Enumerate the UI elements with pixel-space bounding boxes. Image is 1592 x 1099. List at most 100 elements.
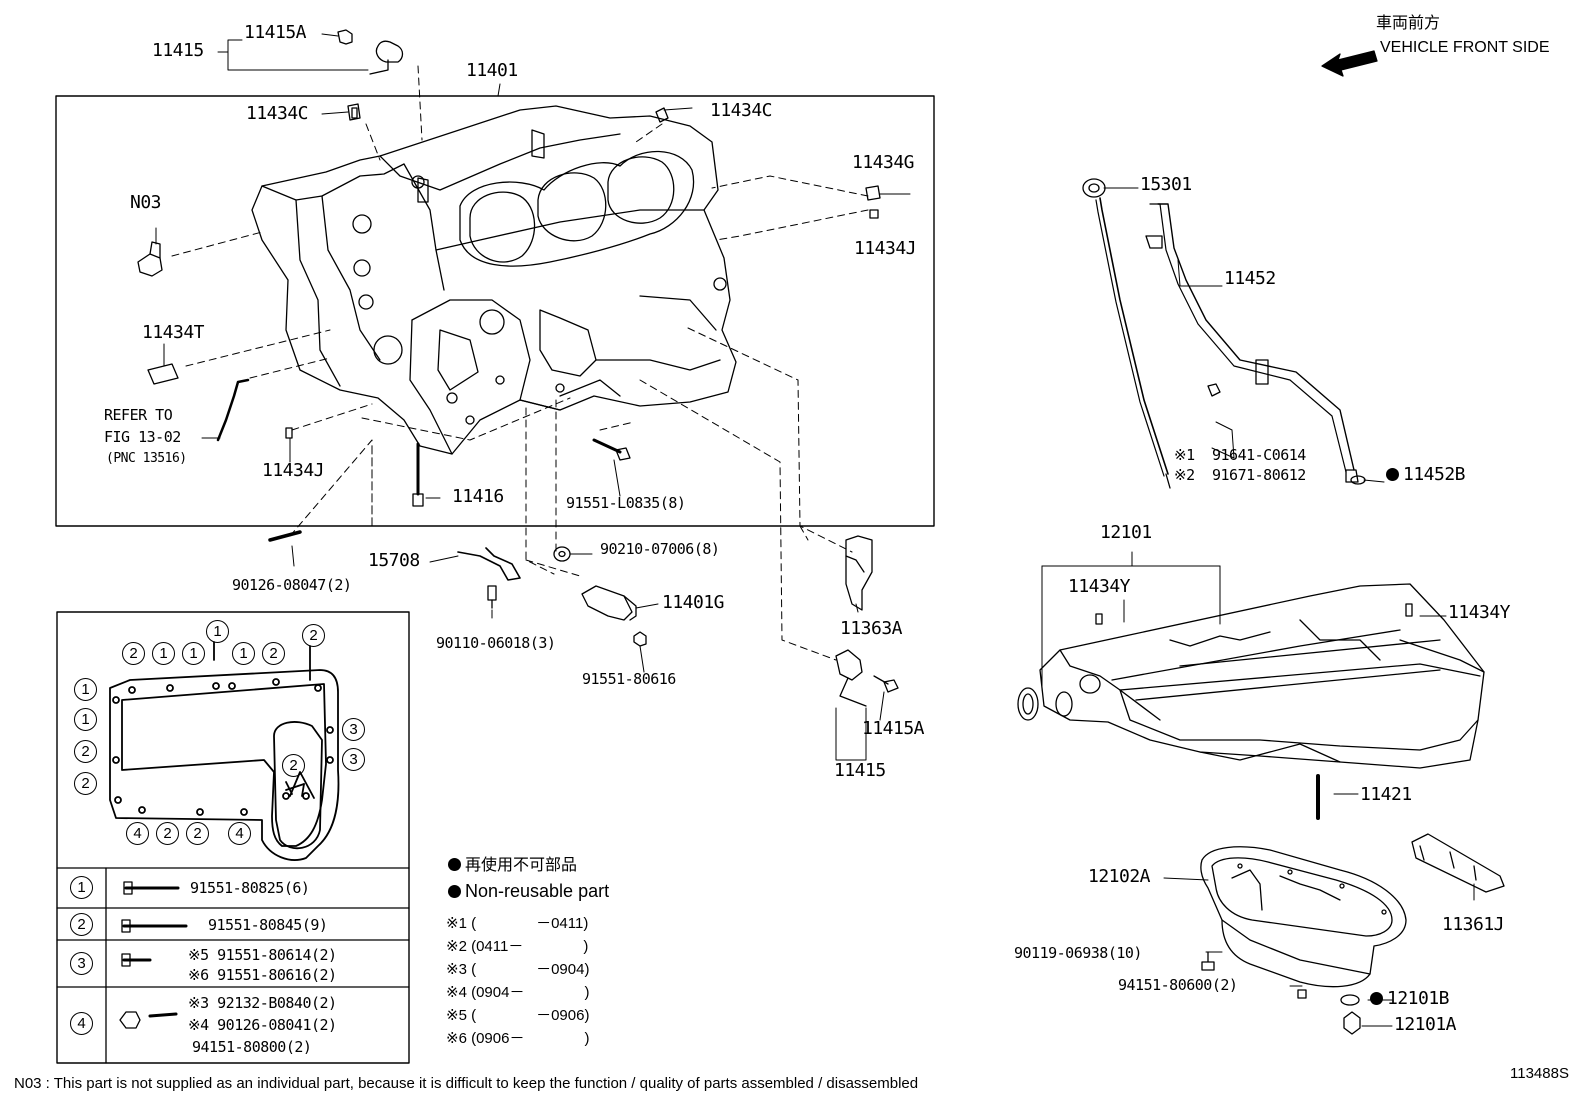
front-side-label: VEHICLE FRONT SIDE [1380,39,1550,56]
part-11421[interactable]: 11421 [1360,784,1412,805]
part-11434c-left[interactable]: 11434C [246,103,309,124]
bolt-pos-left-1: 1 [74,678,97,701]
part-11434j-right[interactable]: 11434J [854,238,917,259]
part-91551-l0835[interactable]: 91551-L0835(8) [566,494,686,512]
bolt-table-num-2: 2 [70,913,93,936]
part-11415a-lower[interactable]: 11415A [862,718,925,739]
date-note-4: ※4 (0904－ ) [446,984,590,1001]
part-11434g[interactable]: 11434G [852,152,915,173]
part-11434j-left[interactable]: 11434J [262,460,325,481]
legend-nonreuse-en: Non-reusable part [448,882,609,900]
dashed-leaders [171,65,869,661]
date-note-2: ※2 (0411－ ) [446,938,589,955]
part-11401[interactable]: 11401 [466,60,518,81]
bolt-pos-left-3: 2 [74,740,97,763]
bolt-pos-top-6: 2 [262,642,285,665]
part-n03[interactable]: N03 [130,192,162,213]
small-parts [119,29,899,1029]
bolt-table-num-4: 4 [70,1012,93,1035]
bolt-pattern-frame [56,611,410,1064]
part-90126-08041[interactable]: ※4 90126-08041(2) [188,1016,337,1034]
part-12102a[interactable]: 12102A [1088,866,1151,887]
part-91551-80845[interactable]: 91551-80845(9) [208,916,328,934]
part-12101b[interactable]: 12101B [1370,990,1450,1008]
refer-line-3: (PNC 13516) [106,451,187,466]
part-11415-lower[interactable]: 11415 [834,760,886,781]
bolt-pos-top-5: 1 [232,642,255,665]
part-94151-80600[interactable]: 94151-80600(2) [1118,976,1238,994]
bracket-11361j [1411,833,1505,893]
bolt-pos-bottom-4: 4 [228,822,251,845]
front-side-label-jp: 車両前方 [1376,15,1441,32]
bolt-pos-right-1: 3 [342,718,365,741]
part-90210-07006[interactable]: 90210-07006(8) [600,540,720,558]
part-94151-80800[interactable]: 94151-80800(2) [192,1038,312,1056]
cylinder-block-drawing [251,105,737,455]
part-91551-80616-bolt[interactable]: ※6 91551-80616(2) [188,966,337,984]
part-91551-80825[interactable]: 91551-80825(6) [190,879,310,897]
part-91641-c0614[interactable]: 91641-C0614 [1212,446,1306,464]
part-15708[interactable]: 15708 [368,550,420,571]
upper-oil-pan-drawing [1017,583,1485,769]
refer-line-2[interactable]: FIG 13-02 [104,428,181,446]
block-frame [55,95,935,527]
bolt-pos-left-2: 1 [74,708,97,731]
bolt-pos-bottom-2: 2 [156,822,179,845]
part-11434y-right[interactable]: 11434Y [1448,602,1511,623]
part-11415a-top[interactable]: 11415A [244,22,307,43]
part-11452b[interactable]: 11452B [1386,466,1466,484]
bolt-table-num-3: 3 [70,952,93,975]
part-11361j[interactable]: 11361J [1442,914,1505,935]
part-90119-06938[interactable]: 90119-06938(10) [1014,944,1142,962]
bolt-pos-bottom-1: 4 [126,822,149,845]
part-11434c-right[interactable]: 11434C [710,100,773,121]
part-12101[interactable]: 12101 [1100,522,1152,543]
part-91671-80612[interactable]: 91671-80612 [1212,466,1306,484]
bolt-pos-right-2: 3 [342,748,365,771]
part-91551-80614[interactable]: ※5 91551-80614(2) [188,946,337,964]
front-arrow-icon [1321,50,1378,77]
non-reusable-dot-icon [1386,468,1399,481]
part-91551-80616[interactable]: 91551-80616 [582,670,676,688]
part-12101a[interactable]: 12101A [1394,1014,1457,1035]
part-11434t[interactable]: 11434T [142,322,205,343]
non-reusable-dot-icon [448,885,461,898]
part-11401g[interactable]: 11401G [662,592,725,613]
date-note-1: ※1 ( －0411) [446,915,589,932]
part-90126-08047[interactable]: 90126-08047(2) [232,576,352,594]
note-1-mark: ※1 [1174,446,1195,464]
part-11434y-left[interactable]: 11434Y [1068,576,1131,597]
part-11415-top[interactable]: 11415 [152,40,204,61]
bolt-pos-top-2: 1 [152,642,175,665]
gasket-outline [109,641,340,861]
part-90110-06018[interactable]: 90110-06018(3) [436,634,556,652]
date-note-6: ※6 (0906－ ) [446,1030,590,1047]
bolt-pos-top-1: 2 [122,642,145,665]
footer-note: N03 : This part is not supplied as an in… [14,1075,919,1092]
refer-line-1: REFER TO [104,406,173,424]
non-reusable-dot-icon [1370,992,1383,1005]
leaders [155,33,1475,1027]
date-note-5: ※5 ( －0906) [446,1007,590,1024]
part-11363a[interactable]: 11363A [840,618,903,639]
part-92132-b0840[interactable]: ※3 92132-B0840(2) [188,994,337,1012]
bolt-pos-top-3: 1 [182,642,205,665]
part-15301[interactable]: 15301 [1140,174,1192,195]
bolt-pos-inner: 2 [282,754,305,777]
non-reusable-dot-icon [448,858,461,871]
lower-oil-pan-drawing [1200,846,1407,988]
dipstick-drawing [1082,178,1366,489]
part-11452[interactable]: 11452 [1224,268,1276,289]
date-note-3: ※3 ( －0904) [446,961,590,978]
bolt-pos-top-4: 1 [206,620,229,643]
bolt-pos-top-7: 2 [302,624,325,647]
figure-id: 113488S [1510,1065,1569,1082]
drain-parts [1201,951,1361,1035]
bolt-pos-bottom-3: 2 [186,822,209,845]
bolt-table-num-1: 1 [70,876,93,899]
legend-nonreuse-jp: 再使用不可部品 [448,858,577,874]
part-11416[interactable]: 11416 [452,486,504,507]
bolt-pos-left-4: 2 [74,772,97,795]
